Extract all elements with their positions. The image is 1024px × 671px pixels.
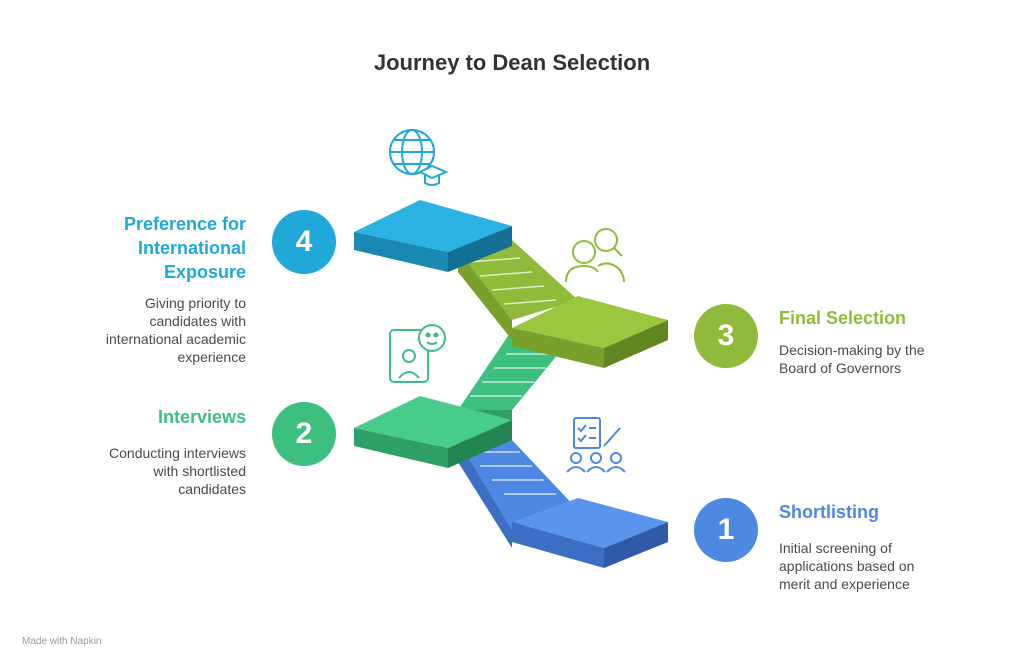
step-3-badge: 3 bbox=[694, 304, 758, 368]
step-4-description: Giving priority to candidates with inter… bbox=[105, 295, 246, 365]
platform-4 bbox=[354, 200, 512, 272]
step-3-heading: Final Selection bbox=[779, 308, 907, 328]
step-2-heading: Interviews bbox=[157, 407, 246, 427]
platform-1 bbox=[512, 498, 668, 568]
step-1-badge: 1 bbox=[694, 498, 758, 562]
step-4-heading: Preference for International Exposure bbox=[123, 214, 246, 282]
page-title: Journey to Dean Selection bbox=[373, 50, 651, 75]
checklist-people-icon bbox=[566, 417, 626, 473]
globe-graduation-icon bbox=[389, 129, 449, 186]
step-4-badge: 4 bbox=[272, 210, 336, 274]
stairs-3-to-4 bbox=[458, 240, 578, 340]
user-search-icon bbox=[565, 228, 625, 283]
platform-2 bbox=[354, 396, 512, 468]
footer-credit: Made with Napkin bbox=[22, 636, 102, 647]
step-3-description: Decision-making by the Board of Governor… bbox=[779, 342, 925, 376]
platform-3 bbox=[512, 296, 668, 368]
step-2-badge: 2 bbox=[272, 402, 336, 466]
step-2-description: Conducting interviews with shortlisted c… bbox=[109, 445, 246, 497]
video-chat-icon bbox=[389, 324, 446, 383]
step-1-heading: Shortlisting bbox=[779, 502, 879, 522]
step-1-description: Initial screening of applications based … bbox=[779, 540, 915, 592]
